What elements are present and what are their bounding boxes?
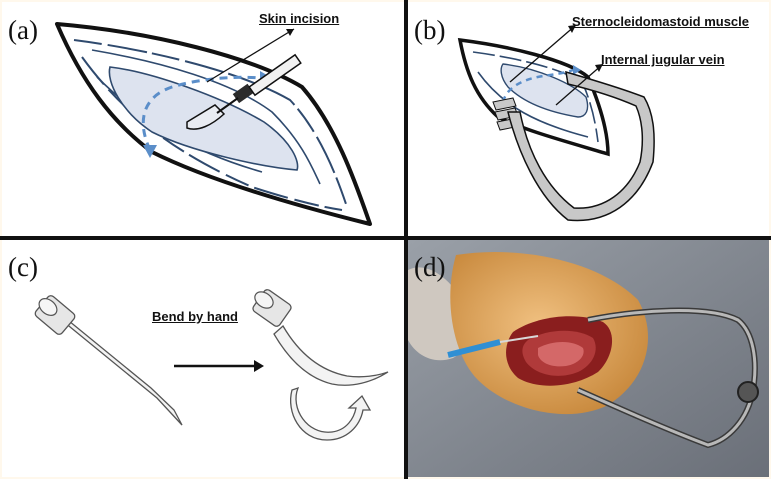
curved-arrow-icon [290,386,372,441]
panel-b: (b) Sternocleidomastoid muscle Internal … [408,2,769,236]
horizontal-divider [0,236,771,240]
bend-by-hand-label: Bend by hand [152,309,238,324]
bent-needle-icon [252,289,389,386]
skin-incision-label: Skin incision [259,11,340,26]
retractor-drawing [457,24,655,222]
surgical-photo [408,240,769,477]
photo-retractor-icon [576,307,759,449]
scalpel-icon [186,53,302,130]
panel-d: (d) [408,240,769,477]
skin-incision-drawing [55,22,372,226]
retractor-icon [492,70,655,222]
sternocleidomastoid-label: Sternocleidomastoid muscle [572,14,749,29]
panel-label-b: (b) [414,15,446,45]
panel-label-c: (c) [8,252,38,282]
needle-bending-drawing [34,289,389,441]
panel-label-d: (d) [414,252,446,282]
panel-label-a: (a) [8,15,38,45]
internal-jugular-vein-label: Internal jugular vein [601,52,725,67]
needle-icon [34,295,183,426]
panel-c: (c) Bend by hand [2,240,404,477]
panel-a: (a) Skin incision [2,2,404,236]
